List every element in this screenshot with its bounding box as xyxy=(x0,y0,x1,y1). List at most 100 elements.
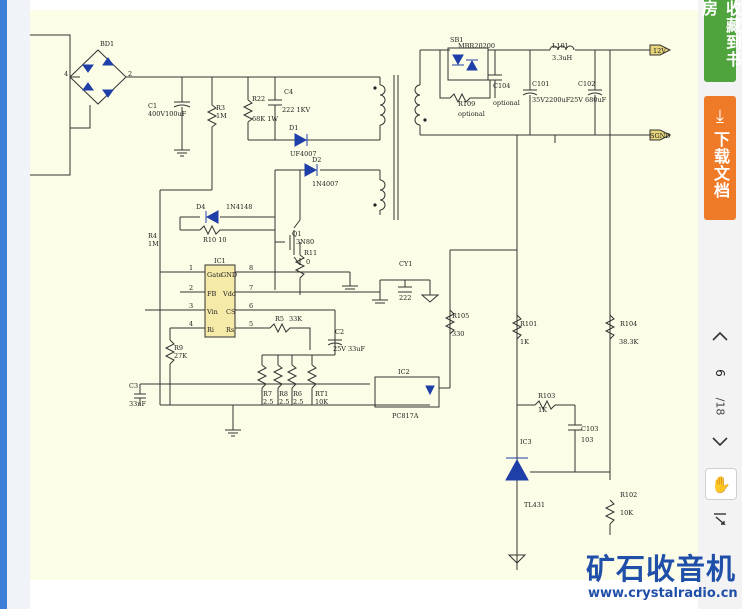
watermark: 矿石收音机 www.crystalradio.cn xyxy=(586,546,754,609)
r6-label: R6 xyxy=(293,390,302,398)
ic3-label: IC3 xyxy=(520,438,532,446)
r4-label: R4 xyxy=(148,232,157,240)
r6-value: 2.5 xyxy=(293,398,303,406)
page-total: /18 xyxy=(713,397,727,416)
c1-value: 400V100uF xyxy=(148,110,187,118)
ic1-pin-vin: Vin xyxy=(206,308,218,316)
d1-label: D1 xyxy=(289,124,298,132)
ic1-label: IC1 xyxy=(214,257,226,265)
pin-1: 1 xyxy=(189,264,193,272)
c1-label: C1 xyxy=(148,102,157,110)
ic1-pin-vdd: Vdd xyxy=(222,290,236,298)
pin-2: 2 xyxy=(189,284,193,292)
r109-value: optional xyxy=(458,110,485,118)
r4-value: 1M xyxy=(148,240,159,248)
left-margin-strip xyxy=(0,0,30,609)
download-document-button[interactable]: ⤓ 下载文档 xyxy=(704,96,736,220)
chevron-up-icon[interactable] xyxy=(708,326,732,347)
r11-value: 0 xyxy=(306,258,310,266)
r105-label: R105 xyxy=(452,312,469,320)
cy1-label: CY1 xyxy=(399,260,412,268)
r9-label: R9 xyxy=(174,344,183,352)
d2-value: 1N4007 xyxy=(312,180,338,188)
q1-value: 3N80 xyxy=(296,238,314,246)
cy1-value: 222 xyxy=(399,294,411,302)
c2-value: 25V 33uF xyxy=(333,345,365,353)
sb1-value: MBR20200 xyxy=(458,42,495,50)
r7-label: R7 xyxy=(263,390,272,398)
rt1-value: 10K xyxy=(315,398,328,406)
pin-6: 6 xyxy=(249,302,253,310)
c3-label: C3 xyxy=(129,382,138,390)
c102-label: C102 xyxy=(578,80,595,88)
r104-label: R104 xyxy=(620,320,637,328)
circuit-schematic: BD1 4 2 C1 400V100uF R3 1M R22 68K 1W C4… xyxy=(30,34,672,570)
pin-7: 7 xyxy=(249,284,253,292)
r9-value: 27K xyxy=(174,352,187,360)
c104-value: optional xyxy=(493,99,520,107)
d4-value: 1N4148 xyxy=(226,203,252,211)
download-document-label: 下载文档 xyxy=(711,131,730,199)
ic1-pin-fb: FB xyxy=(207,290,217,298)
output-12v-label: 12V xyxy=(653,47,666,55)
hand-tool-button[interactable]: ✋ xyxy=(705,468,737,500)
rt1-label: RT1 xyxy=(315,390,328,398)
c101-label: C101 xyxy=(532,80,549,88)
r105-value: 330 xyxy=(452,330,464,338)
r8-label: R8 xyxy=(279,390,288,398)
sb1-label: SB1 xyxy=(450,36,463,44)
r3-value: 1M xyxy=(216,112,227,120)
r3-label: R3 xyxy=(216,104,225,112)
ic3-value: TL431 xyxy=(524,501,545,509)
ic1-pin-cs: CS xyxy=(226,308,235,316)
r7-value: 2.5 xyxy=(263,398,273,406)
r11-label: R11 xyxy=(304,249,317,257)
r103-label: R103 xyxy=(538,392,555,400)
pin2-label: 2 xyxy=(128,70,132,78)
r102-label: R102 xyxy=(620,491,637,499)
r5-value: 33K xyxy=(289,315,302,323)
left-scrollbar[interactable] xyxy=(0,0,7,609)
r102-value: 10K xyxy=(620,509,633,517)
r8-value: 2.5 xyxy=(279,398,289,406)
r101-value: 1K xyxy=(520,338,529,346)
watermark-url: www.crystalradio.cn xyxy=(588,586,738,601)
d4-label: D4 xyxy=(196,203,205,211)
hand-icon: ✋ xyxy=(711,474,731,494)
ic1-pin-gnd: GND xyxy=(221,271,237,279)
c103-value: 103 xyxy=(581,436,593,444)
c4-value: 222 1KV xyxy=(282,106,310,114)
output-sgnd-label: SGND xyxy=(650,132,671,140)
l101-value: 3.3uH xyxy=(552,54,573,62)
pin-3: 3 xyxy=(189,302,193,310)
r104-value: 38.3K xyxy=(619,338,638,346)
chevron-down-icon[interactable] xyxy=(708,432,732,453)
r109-label: R109 xyxy=(458,100,475,108)
q1-label: Q1 xyxy=(292,230,301,238)
ic2-label: IC2 xyxy=(398,368,410,376)
l101-label: L101 xyxy=(552,42,569,50)
ic1-pin-rs: Rs xyxy=(226,326,234,334)
pin-4: 4 xyxy=(189,320,193,328)
c3-value: 33nF xyxy=(129,400,146,408)
add-to-library-label: 收藏到书房 xyxy=(699,0,742,68)
c103-label: C103 xyxy=(581,425,598,433)
c104-label: C104 xyxy=(493,82,510,90)
r101-label: R101 xyxy=(520,320,537,328)
r103-value: 1K xyxy=(538,406,547,414)
add-to-library-button[interactable]: 收藏到书房 xyxy=(699,0,742,82)
pin-5: 5 xyxy=(249,320,253,328)
ic1-pin-gate: Gate xyxy=(207,271,223,279)
watermark-text: 矿石收音机 xyxy=(586,552,737,586)
d2-label: D2 xyxy=(312,156,321,164)
r10-label: R10 10 xyxy=(203,236,227,244)
r22-label: R22 xyxy=(252,95,265,103)
bd1-label: BD1 xyxy=(100,40,114,48)
r5-label: R5 xyxy=(275,315,284,323)
c4-label: C4 xyxy=(284,88,293,96)
ic2-value: PC817A xyxy=(392,412,419,420)
document-bottom-area xyxy=(30,580,698,609)
pin-8: 8 xyxy=(249,264,253,272)
pin4-label: 4 xyxy=(64,70,68,78)
fit-icon[interactable] xyxy=(708,512,732,532)
